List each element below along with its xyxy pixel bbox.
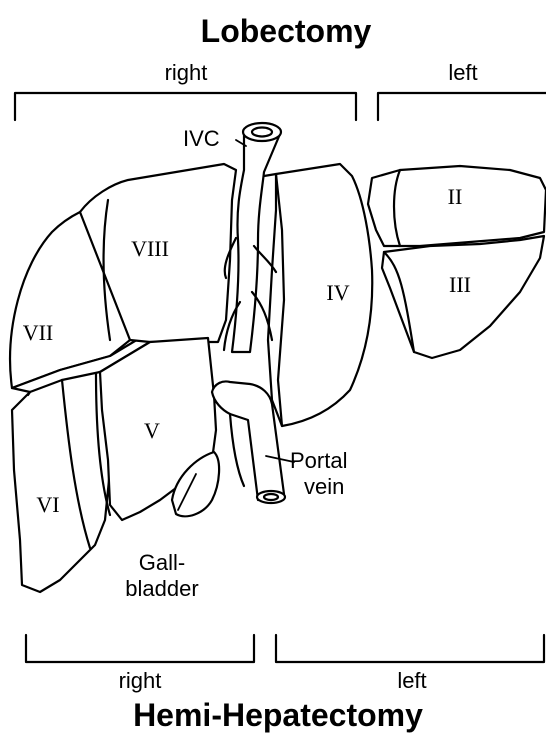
ivc-label: IVC — [183, 126, 220, 151]
segment-vi-label: VI — [36, 492, 59, 517]
gallbladder-label-line1: Gall- — [139, 550, 185, 575]
top-left-label: left — [448, 60, 477, 85]
liver-illustration — [10, 123, 546, 592]
bottom-left-bracket — [276, 635, 544, 662]
top-title: Lobectomy — [201, 13, 372, 49]
segment-iii-shape — [382, 236, 544, 358]
segment-viii-label: VIII — [131, 236, 169, 261]
portal-vein-label-line2: vein — [304, 474, 344, 499]
bottom-right-label: right — [119, 668, 162, 693]
top-right-bracket — [15, 93, 356, 120]
top-left-bracket — [378, 93, 546, 120]
segment-ii-label: II — [448, 184, 463, 209]
segment-iii-label: III — [449, 272, 471, 297]
segment-v-label: V — [144, 418, 160, 443]
bottom-right-bracket — [26, 635, 254, 662]
segment-vii-label: VII — [23, 320, 54, 345]
top-right-label: right — [165, 60, 208, 85]
bottom-left-label: left — [397, 668, 426, 693]
ivc-vessel — [224, 123, 281, 352]
portal-vein-vessel — [212, 381, 285, 503]
gallbladder-label-line2: bladder — [125, 576, 198, 601]
segment-iv-shape — [276, 164, 372, 426]
bottom-title: Hemi-Hepatectomy — [133, 697, 423, 733]
portal-vein-label-line1: Portal — [290, 448, 347, 473]
segment-iv-label: IV — [326, 280, 349, 305]
